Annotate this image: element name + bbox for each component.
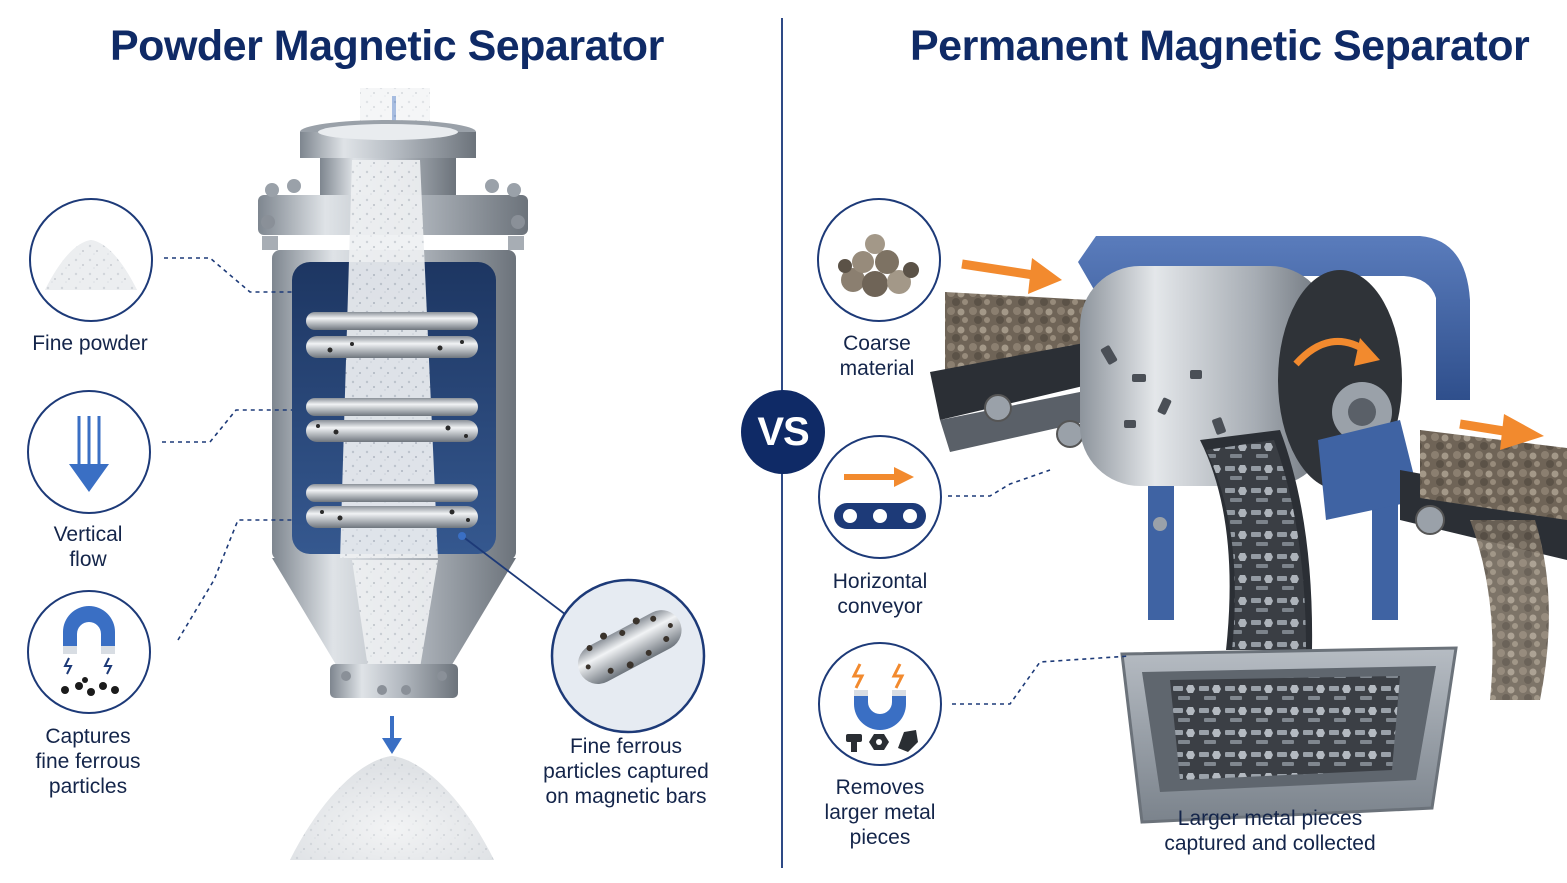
coarse-material-label: Coarse material [839,332,915,380]
horizontal-conveyor-label: Horizontal conveyor [832,570,928,618]
magnetic-bars-caption: Fine ferrous particles captured on magne… [543,735,709,808]
magnet-bolts-icon [818,642,942,766]
magnet-particles-icon [27,590,151,714]
magnetic-bars [306,312,478,528]
down-arrow-flow-icon [27,390,151,514]
vertical-flow-label: Vertical flow [53,523,123,571]
fine-powder-label: Fine powder [32,332,148,355]
permanent-separator-title: Permanent Magnetic Separator [910,22,1530,70]
captures-fine-particles-label: Captures fine ferrous particles [35,725,141,798]
powder-separator-title: Powder Magnetic Separator [110,22,664,70]
rock-pile-icon [817,198,941,322]
conveyor-icon [818,435,942,559]
vs-badge: VS [741,390,825,474]
powder-pile-icon [29,198,153,322]
removes-larger-pieces-label: Removes larger metal pieces [824,776,936,849]
collection-bin-caption: Larger metal pieces captured and collect… [1164,807,1376,855]
